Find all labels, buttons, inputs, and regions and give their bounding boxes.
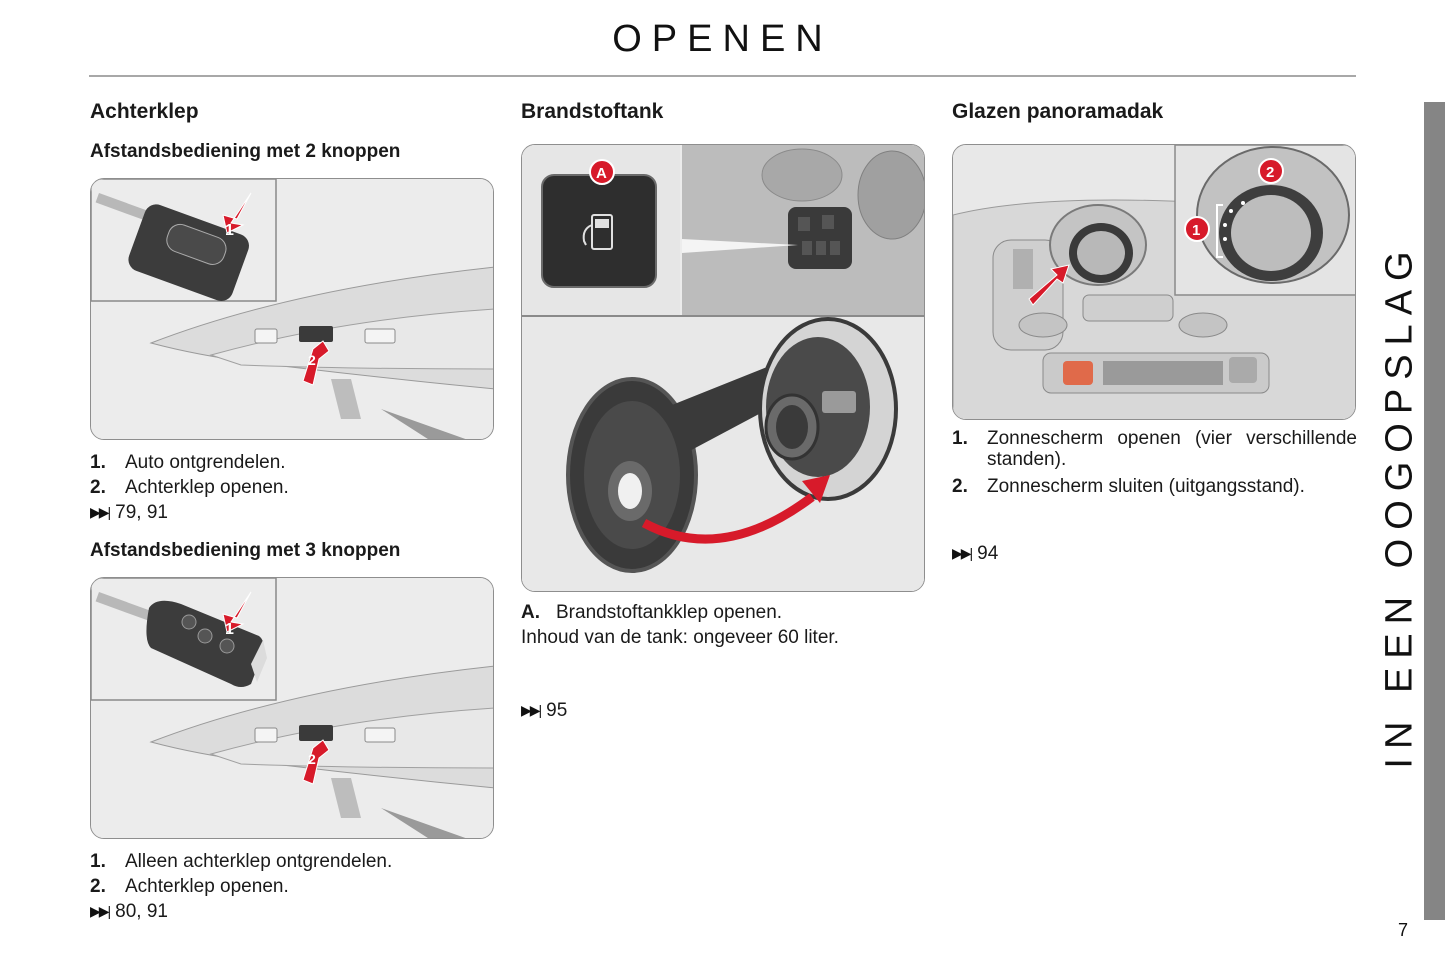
steps-list-3-buttons: 1.Alleen achterklep ontgrendelen. 2.Acht… bbox=[90, 849, 495, 899]
subsection-title-2-buttons: Afstandsbediening met 2 knoppen bbox=[90, 141, 401, 162]
section-panoramadak: Glazen panoramadak bbox=[952, 96, 1357, 566]
chapter-tab-bar bbox=[1424, 102, 1445, 920]
arrow-2-icon bbox=[302, 739, 330, 785]
section-title: Achterklep bbox=[90, 100, 199, 123]
section-achterklep: Achterklep Afstandsbediening met 2 knopp… bbox=[90, 96, 495, 924]
tank-capacity-note: Inhoud van de tank: ongeveer 60 liter. bbox=[521, 627, 839, 648]
fuel-pump-icon bbox=[582, 214, 613, 250]
title-divider bbox=[89, 75, 1356, 77]
section-title: Glazen panoramadak bbox=[952, 100, 1164, 123]
page-reference[interactable]: ▶▶| 95 bbox=[521, 700, 568, 721]
subsection-title-3-buttons: Afstandsbediening met 3 knoppen bbox=[90, 540, 401, 561]
page-reference[interactable]: ▶▶| 79, 91 bbox=[90, 502, 168, 523]
arrow-2-icon bbox=[302, 340, 330, 386]
page-reference[interactable]: ▶▶| 80, 91 bbox=[90, 901, 168, 922]
figure-tailgate-2-button-key: 2 1 bbox=[90, 178, 494, 440]
pointer-arrow-icon bbox=[1028, 264, 1070, 306]
page-reference-icon: ▶▶| bbox=[90, 903, 111, 919]
figure-label-1: 1 bbox=[225, 222, 234, 239]
figure-label-2: 2 bbox=[308, 751, 316, 767]
list-item: 2.Achterklep openen. bbox=[90, 477, 289, 498]
open-direction-arrow-icon bbox=[641, 475, 830, 544]
figure-label-a: A bbox=[596, 165, 607, 182]
page-reference-icon: ▶▶| bbox=[952, 545, 973, 561]
page-number: 7 bbox=[1398, 920, 1409, 940]
list-item: A.Brandstoftankklep openen. bbox=[521, 602, 783, 623]
page-reference[interactable]: ▶▶| 94 bbox=[952, 543, 999, 564]
figure-label-1: 1 bbox=[225, 621, 234, 638]
steps-list-fuel: A.Brandstoftankklep openen. bbox=[521, 600, 926, 625]
figure-fuel-flap: A bbox=[521, 144, 925, 592]
list-item: 1.Auto ontgrendelen. bbox=[90, 452, 286, 473]
steps-list-2-buttons: 1.Auto ontgrendelen. 2.Achterklep openen… bbox=[90, 450, 495, 500]
figure-label-2: 2 bbox=[1266, 164, 1274, 181]
figure-tailgate-3-button-key: 2 1 bbox=[90, 577, 494, 839]
page-reference-icon: ▶▶| bbox=[521, 702, 542, 718]
list-item: 2.Zonnescherm sluiten (uitgangsstand). bbox=[952, 476, 1305, 497]
section-brandstoftank: Brandstoftank A bbox=[521, 96, 926, 723]
side-chapter-label: IN EEN OOGOPSLAG bbox=[1378, 241, 1421, 769]
steps-list-sunblind: 1.Zonnescherm openen (vier verschillende… bbox=[952, 428, 1357, 499]
figure-label-1: 1 bbox=[1192, 222, 1200, 239]
section-title: Brandstoftank bbox=[521, 100, 664, 123]
figure-label-2: 2 bbox=[308, 352, 316, 368]
list-item: 1.Zonnescherm openen (vier verschillende… bbox=[952, 428, 1357, 470]
figure-sunblind-control: 1 2 bbox=[952, 144, 1356, 420]
list-item: 2.Achterklep openen. bbox=[90, 876, 289, 897]
page-reference-icon: ▶▶| bbox=[90, 504, 111, 520]
page-title: OPENEN bbox=[612, 18, 833, 60]
list-item: 1.Alleen achterklep ontgrendelen. bbox=[90, 851, 393, 872]
